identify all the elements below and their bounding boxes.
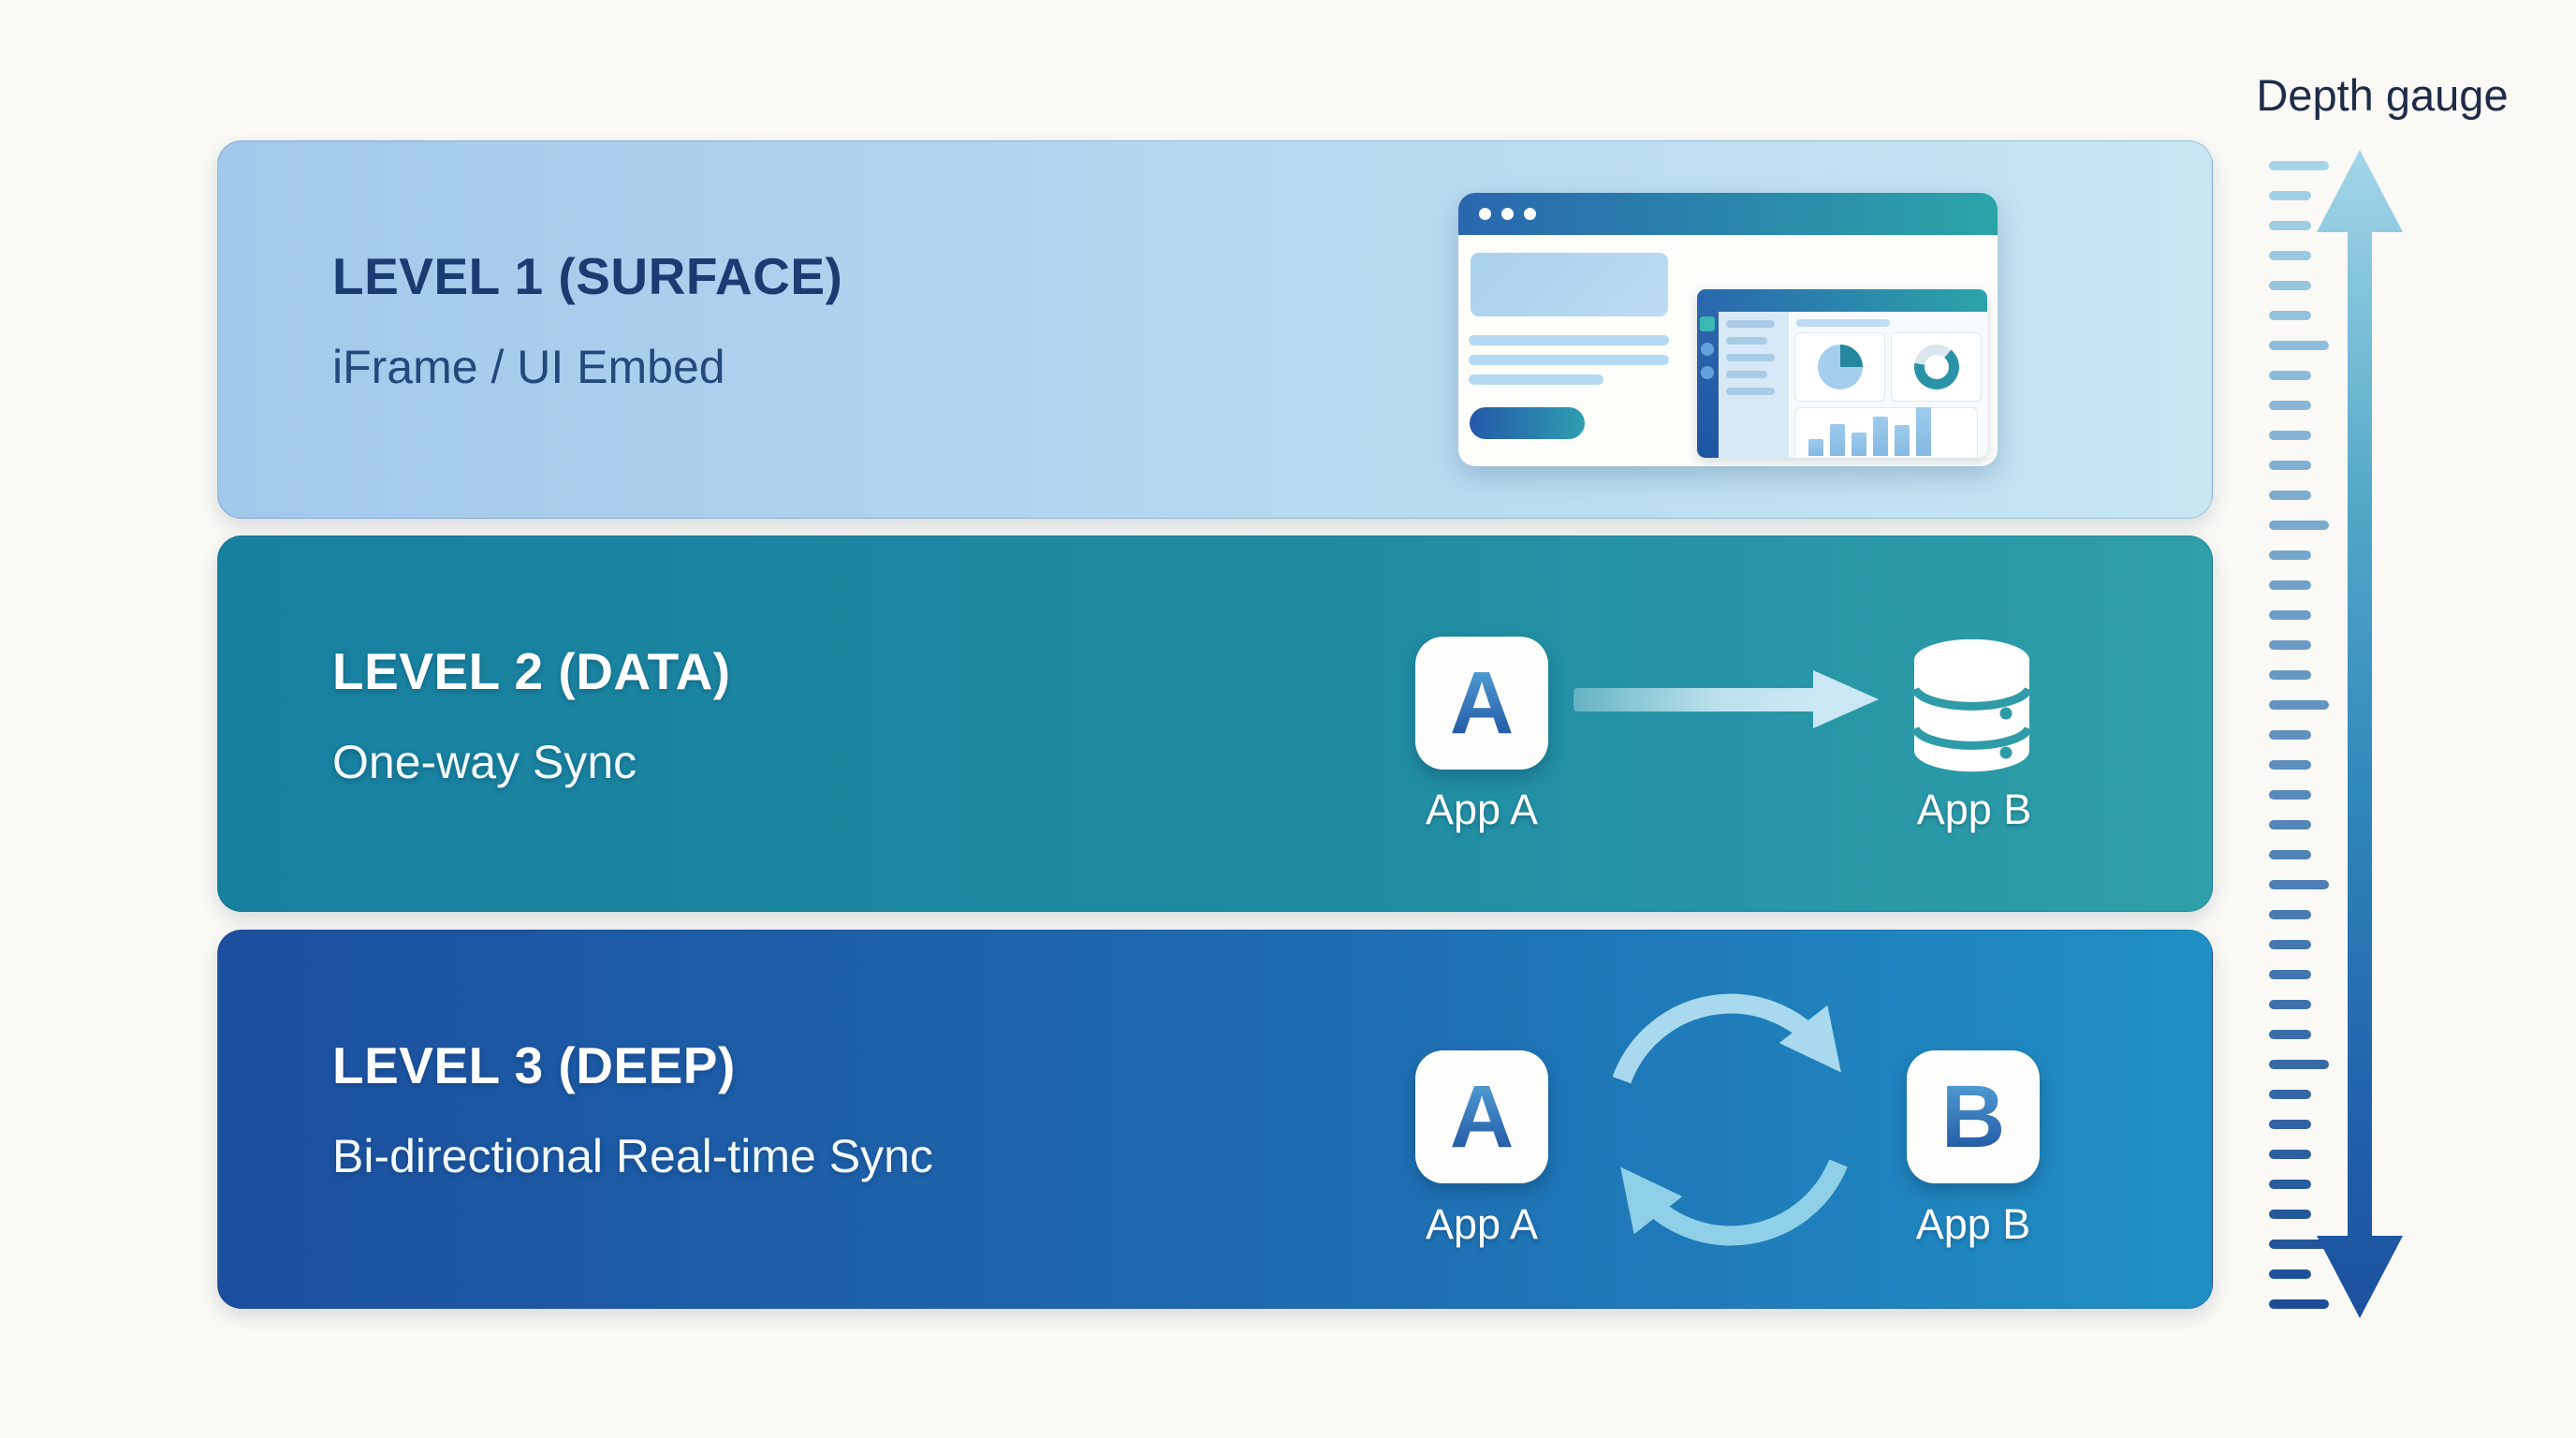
sidebar-item-icon [1701, 366, 1715, 379]
app-a-icon: A [1415, 1050, 1548, 1183]
embed-nav-list [1718, 312, 1789, 458]
ruler-tick [2269, 1299, 2329, 1309]
app-a-label: App A [1425, 1200, 1539, 1248]
ruler-tick [2269, 760, 2311, 770]
ruler-tick [2269, 221, 2311, 230]
ruler-tick [2269, 910, 2311, 919]
depth-gauge-arrow-icon [2317, 150, 2403, 1318]
level-3-band: LEVEL 3 (DEEP) Bi-directional Real-time … [217, 930, 2213, 1309]
database-icon [1910, 638, 2033, 772]
level-2-band: LEVEL 2 (DATA) One-way Sync A A [217, 536, 2213, 912]
ruler-tick [2269, 1090, 2311, 1099]
app-b-label: App B [1915, 1200, 2031, 1248]
sidebar-item-icon [1701, 343, 1715, 356]
window-dot-icon [1479, 208, 1491, 220]
pie-chart-widget [1794, 332, 1885, 402]
ruler-tick [2269, 1240, 2329, 1249]
bar-icon [1830, 424, 1845, 456]
text-line-placeholder [1469, 335, 1669, 345]
list-line-placeholder [1725, 371, 1767, 378]
window-dot-icon [1524, 208, 1536, 220]
ruler-tick [2269, 341, 2329, 350]
sidebar-active-item-icon [1700, 316, 1716, 331]
dashboard-header-placeholder [1796, 319, 1890, 327]
ruler-tick [2269, 790, 2311, 800]
ruler-tick [2269, 820, 2311, 829]
ruler-tick [2269, 461, 2311, 470]
ruler-tick [2269, 281, 2311, 290]
embedded-dashboard-iframe [1697, 289, 1987, 458]
ruler-tick [2269, 311, 2311, 320]
embed-sidebar [1697, 312, 1719, 458]
level-1-subtitle: iFrame / UI Embed [332, 341, 725, 393]
donut-chart-icon [1913, 345, 1959, 389]
hero-image-placeholder [1471, 253, 1668, 316]
app-b-icon: B [1907, 1050, 2040, 1183]
ruler-tick [2269, 431, 2311, 440]
ruler-tick [2269, 1210, 2311, 1219]
text-line-placeholder [1469, 355, 1669, 365]
ruler-tick [2269, 491, 2311, 500]
ruler-tick [2269, 1030, 2311, 1039]
ruler-tick [2269, 880, 2329, 889]
app-a-letter: A [1449, 653, 1515, 753]
ruler-tick [2269, 1269, 2311, 1279]
level-3-title: LEVEL 3 (DEEP) [332, 1036, 736, 1094]
ruler-tick [2269, 850, 2311, 859]
ruler-tick [2269, 161, 2329, 170]
ruler-tick [2269, 730, 2311, 740]
list-line-placeholder [1725, 388, 1775, 395]
embed-titlebar [1697, 289, 1987, 312]
app-a-label: App A [1425, 785, 1539, 833]
ruler-tick [2269, 1060, 2329, 1069]
browser-titlebar [1458, 193, 1998, 235]
depth-gauge-ruler [2269, 161, 2334, 1329]
app-b-label: App B [1916, 785, 2032, 833]
list-line-placeholder [1725, 354, 1775, 361]
bar-icon [1852, 433, 1866, 456]
ruler-tick [2269, 580, 2311, 590]
ruler-tick [2269, 1000, 2311, 1009]
list-line-placeholder [1725, 337, 1767, 345]
level-2-title: LEVEL 2 (DATA) [332, 642, 731, 700]
ruler-tick [2269, 1180, 2311, 1189]
level-3-subtitle: Bi-directional Real-time Sync [332, 1130, 933, 1182]
bar-icon [1895, 425, 1910, 456]
donut-chart-widget [1891, 332, 1982, 402]
level-2-subtitle: One-way Sync [332, 736, 637, 788]
ruler-tick [2269, 191, 2311, 200]
ruler-tick [2269, 550, 2311, 560]
level-1-title: LEVEL 1 (SURFACE) [332, 247, 843, 305]
list-line-placeholder [1725, 320, 1775, 328]
ruler-tick [2269, 970, 2311, 979]
bar-icon [1808, 439, 1823, 456]
pie-chart-icon [1817, 345, 1863, 389]
level-1-band: LEVEL 1 (SURFACE) iFrame / UI Embed [217, 140, 2213, 519]
browser-window-illustration [1458, 193, 1998, 466]
one-way-arrow-icon [1573, 670, 1879, 728]
ruler-tick [2269, 251, 2311, 260]
ruler-tick [2269, 401, 2311, 410]
embed-dashboard-content [1789, 312, 1987, 458]
app-a-icon: A [1415, 637, 1548, 770]
depth-gauge-title: Depth gauge [2256, 70, 2509, 120]
bar-icon [1873, 417, 1888, 456]
app-a-letter: A [1449, 1066, 1515, 1167]
text-line-placeholder [1469, 374, 1603, 385]
ruler-tick [2269, 1150, 2311, 1159]
ruler-tick [2269, 700, 2329, 710]
bar-icon [1916, 407, 1931, 456]
ruler-tick [2269, 371, 2311, 380]
ruler-tick [2269, 610, 2311, 620]
ruler-tick [2269, 940, 2311, 949]
app-b-letter: B [1940, 1066, 2006, 1167]
ruler-tick [2269, 1120, 2311, 1129]
bar-chart-widget [1794, 407, 1978, 458]
ruler-tick [2269, 640, 2311, 650]
ruler-tick [2269, 670, 2311, 680]
window-dot-icon [1501, 208, 1514, 220]
cta-button-placeholder [1470, 407, 1585, 439]
ruler-tick [2269, 521, 2329, 530]
bidirectional-sync-icon [1612, 993, 1848, 1246]
